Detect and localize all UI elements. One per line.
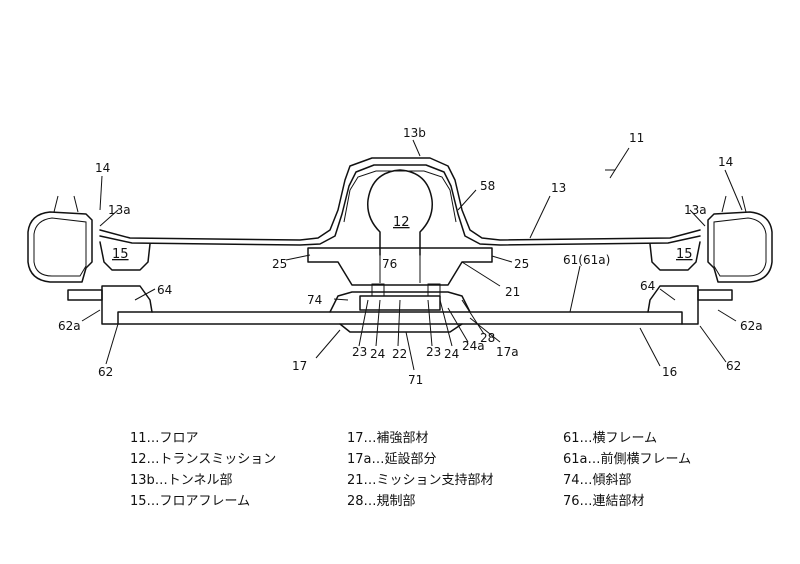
callout-13a-left: 13a bbox=[108, 203, 131, 217]
right-side-sill-inner bbox=[713, 217, 767, 277]
callout-58: 58 bbox=[480, 179, 495, 193]
right-floor-frame bbox=[649, 241, 701, 271]
legend-entry: 13b…トンネル部 bbox=[130, 473, 233, 488]
callout-25-left: 25 bbox=[272, 257, 287, 271]
callout-62-left: 62 bbox=[98, 365, 113, 379]
callout-28: 28 bbox=[480, 331, 495, 345]
callout-13: 13 bbox=[551, 181, 566, 195]
legend-entry: 15…フロアフレーム bbox=[130, 494, 251, 509]
callout-71: 71 bbox=[408, 373, 423, 387]
legend-column-1: 11…フロア 12…トランスミッション 13b…トンネル部 15…フロアフレーム bbox=[130, 428, 276, 512]
right-bracket-stud bbox=[697, 289, 733, 301]
left-sill-flange bbox=[53, 195, 79, 213]
right-sill-flange bbox=[721, 195, 747, 213]
legend-entry: 21…ミッション支持部材 bbox=[347, 473, 494, 488]
callout-64-right: 64 bbox=[640, 279, 655, 293]
legend-column-3: 61…横フレーム 61a…前側横フレーム 74…傾斜部 76…連結部材 bbox=[563, 428, 691, 512]
callout-23-right: 23 bbox=[426, 345, 441, 359]
callout-16: 16 bbox=[662, 365, 677, 379]
legend-entry: 74…傾斜部 bbox=[563, 473, 632, 488]
structure-lines bbox=[27, 157, 773, 333]
left-bracket-stud bbox=[67, 289, 103, 301]
callout-24-right: 24 bbox=[444, 347, 459, 361]
legend-entry: 11…フロア bbox=[130, 431, 199, 446]
callout-17: 17 bbox=[292, 359, 307, 373]
left-side-sill-inner bbox=[33, 217, 87, 277]
callout-62-right: 62 bbox=[726, 359, 741, 373]
legend-entry: 28…規制部 bbox=[347, 494, 416, 509]
left-side-sill bbox=[27, 211, 93, 283]
floor-panel-inner bbox=[99, 164, 701, 246]
right-bracket bbox=[647, 285, 699, 325]
callout-24-left: 24 bbox=[370, 347, 385, 361]
callout-24a: 24a bbox=[462, 339, 485, 353]
callout-13b: 13b bbox=[403, 126, 426, 140]
callout-62a-right: 62a bbox=[740, 319, 763, 333]
callout-17a: 17a bbox=[496, 345, 519, 359]
legend-entry: 61…横フレーム bbox=[563, 431, 658, 446]
transmission-body bbox=[367, 169, 433, 256]
leader-lines bbox=[81, 139, 743, 371]
callout-15-right: 15 bbox=[676, 247, 693, 262]
legend-entry: 17…補強部材 bbox=[347, 431, 429, 446]
mission-support-member bbox=[307, 247, 493, 286]
callout-21: 21 bbox=[505, 285, 520, 299]
reinforcement-member bbox=[329, 291, 471, 333]
callout-76: 76 bbox=[382, 257, 397, 271]
callout-25-right: 25 bbox=[514, 257, 529, 271]
callout-11: 11 bbox=[629, 131, 644, 145]
callout-labels: 11 13b 14 14 13a 13a 13 58 12 15 15 25 2… bbox=[58, 126, 763, 387]
legend-entry: 17a…延設部分 bbox=[347, 452, 437, 467]
legend-column-2: 17…補強部材 17a…延設部分 21…ミッション支持部材 28…規制部 bbox=[347, 428, 494, 512]
callout-22: 22 bbox=[392, 347, 407, 361]
callout-74: 74 bbox=[307, 293, 322, 307]
cross-frame bbox=[117, 311, 683, 325]
legend-entry: 12…トランスミッション bbox=[130, 452, 277, 467]
callout-61: 61(61a) bbox=[563, 253, 610, 267]
tunnel-reinforcement bbox=[343, 170, 457, 223]
callout-13a-right: 13a bbox=[684, 203, 707, 217]
floor-panel bbox=[99, 157, 701, 241]
callout-12: 12 bbox=[393, 215, 410, 230]
callout-64-left: 64 bbox=[157, 283, 172, 297]
arrow-11 bbox=[605, 169, 616, 179]
left-bracket bbox=[101, 285, 153, 325]
bolt-left bbox=[371, 283, 385, 297]
legend: 11…フロア 12…トランスミッション 13b…トンネル部 15…フロアフレーム… bbox=[130, 428, 770, 538]
legend-entry: 76…連結部材 bbox=[563, 494, 645, 509]
bolt-right bbox=[427, 283, 441, 297]
left-floor-frame bbox=[99, 241, 151, 271]
right-side-sill bbox=[707, 211, 773, 283]
callout-14-left: 14 bbox=[95, 161, 110, 175]
legend-entry: 61a…前側横フレーム bbox=[563, 452, 692, 467]
callout-14-right: 14 bbox=[718, 155, 733, 169]
callout-15-left: 15 bbox=[112, 247, 129, 262]
callout-23-left: 23 bbox=[352, 345, 367, 359]
callout-62a-left: 62a bbox=[58, 319, 81, 333]
